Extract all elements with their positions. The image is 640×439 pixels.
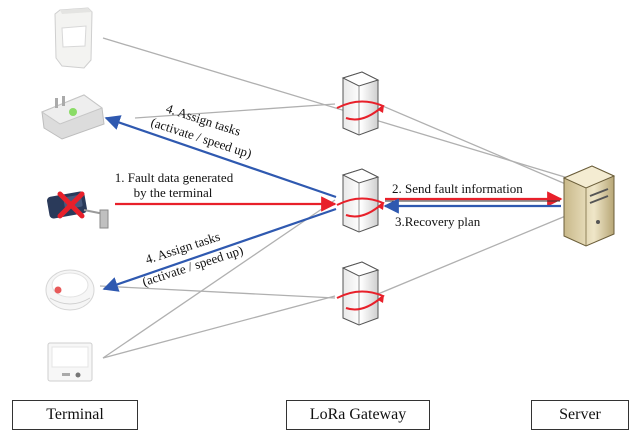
lora-gateway-icon-3 (336, 261, 385, 326)
assign-arrow-top (104, 115, 337, 199)
gateway-caption-box: LoRa Gateway (286, 400, 430, 430)
terminal-caption-box: Terminal (12, 400, 138, 430)
link-lines (99, 37, 569, 359)
pir-sensor-icon (54, 7, 93, 69)
lora-gateway-icon-2 (336, 168, 385, 233)
recovery-label: 3.Recovery plan (395, 214, 481, 229)
assign-arrow-bottom (102, 207, 337, 292)
server-tower-icon (562, 165, 616, 247)
thermostat-icon (47, 342, 93, 382)
red-cross-icon (57, 191, 85, 219)
smoke-detector-icon (45, 269, 95, 311)
server-caption-box: Server (531, 400, 629, 430)
lora-gateway-icon-1 (336, 71, 385, 136)
send-label: 2. Send fault information (392, 181, 523, 196)
fault-label-1: 1. Fault data generated (115, 170, 234, 185)
wireless-router-icon (40, 94, 105, 140)
fault-label-2: by the terminal (134, 185, 213, 200)
